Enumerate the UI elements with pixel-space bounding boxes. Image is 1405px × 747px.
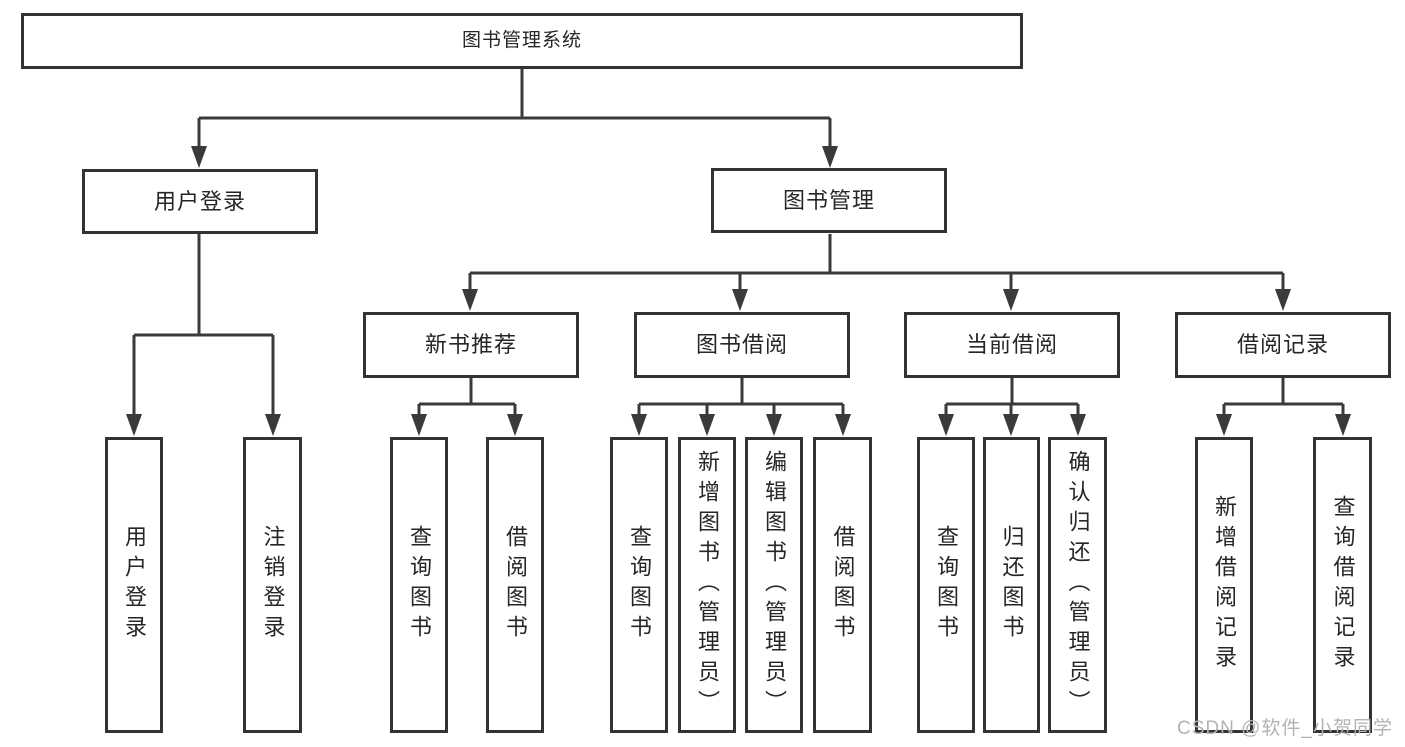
leaf-add-book-admin: 新增图书（管理员） xyxy=(678,437,736,733)
node-label: 查询借阅记录 xyxy=(1330,495,1356,675)
leaf-query-book-1: 查询图书 xyxy=(390,437,448,733)
node-label: 图书管理 xyxy=(782,187,875,213)
leaf-query-book-2: 查询图书 xyxy=(610,437,668,733)
leaf-add-borrow-record: 新增借阅记录 xyxy=(1195,437,1253,733)
leaf-borrow-book-1: 借阅图书 xyxy=(486,437,544,733)
arrowhead-icons xyxy=(126,146,1351,436)
node-label: 借阅图书 xyxy=(830,525,856,645)
node-label: 图书管理系统 xyxy=(461,30,582,52)
node-label: 借阅图书 xyxy=(503,525,528,645)
node-label: 当前借阅 xyxy=(965,332,1058,358)
leaf-return-book: 归还图书 xyxy=(983,437,1040,733)
node-label: 确认归还（管理员） xyxy=(1065,450,1091,720)
leaf-borrow-book-2: 借阅图书 xyxy=(813,437,872,733)
leaf-logout-login: 注销登录 xyxy=(243,437,302,733)
node-borrow-record: 借阅记录 xyxy=(1175,312,1391,378)
node-label: 归还图书 xyxy=(999,525,1025,645)
node-label: 图书借阅 xyxy=(695,332,788,358)
leaf-query-book-3: 查询图书 xyxy=(917,437,975,733)
node-label: 编辑图书（管理员） xyxy=(762,450,787,720)
node-current-borrow: 当前借阅 xyxy=(904,312,1120,378)
node-book-management: 图书管理 xyxy=(711,168,947,233)
node-label: 新增借阅记录 xyxy=(1212,495,1237,675)
leaf-edit-book-admin: 编辑图书（管理员） xyxy=(745,437,803,733)
node-label: 新书推荐 xyxy=(424,332,517,358)
node-label: 查询图书 xyxy=(934,525,959,645)
node-label: 借阅记录 xyxy=(1236,332,1329,358)
node-root-library-system: 图书管理系统 xyxy=(21,13,1023,69)
node-label: 查询图书 xyxy=(627,525,652,645)
csdn-watermark: CSDN @软件_小贺同学 xyxy=(1177,718,1393,739)
tree-edges xyxy=(132,69,1345,420)
node-label: 新增图书（管理员） xyxy=(695,450,720,720)
node-label: 注销登录 xyxy=(260,525,286,645)
node-label: 用户登录 xyxy=(153,188,246,214)
node-label: 用户登录 xyxy=(122,525,147,645)
node-user-login: 用户登录 xyxy=(82,169,318,234)
node-new-book-recommend: 新书推荐 xyxy=(363,312,579,378)
leaf-query-borrow-record: 查询借阅记录 xyxy=(1313,437,1372,733)
leaf-user-login: 用户登录 xyxy=(105,437,163,733)
leaf-confirm-return-admin: 确认归还（管理员） xyxy=(1048,437,1107,733)
node-label: 查询图书 xyxy=(407,525,432,645)
node-book-borrow: 图书借阅 xyxy=(634,312,850,378)
